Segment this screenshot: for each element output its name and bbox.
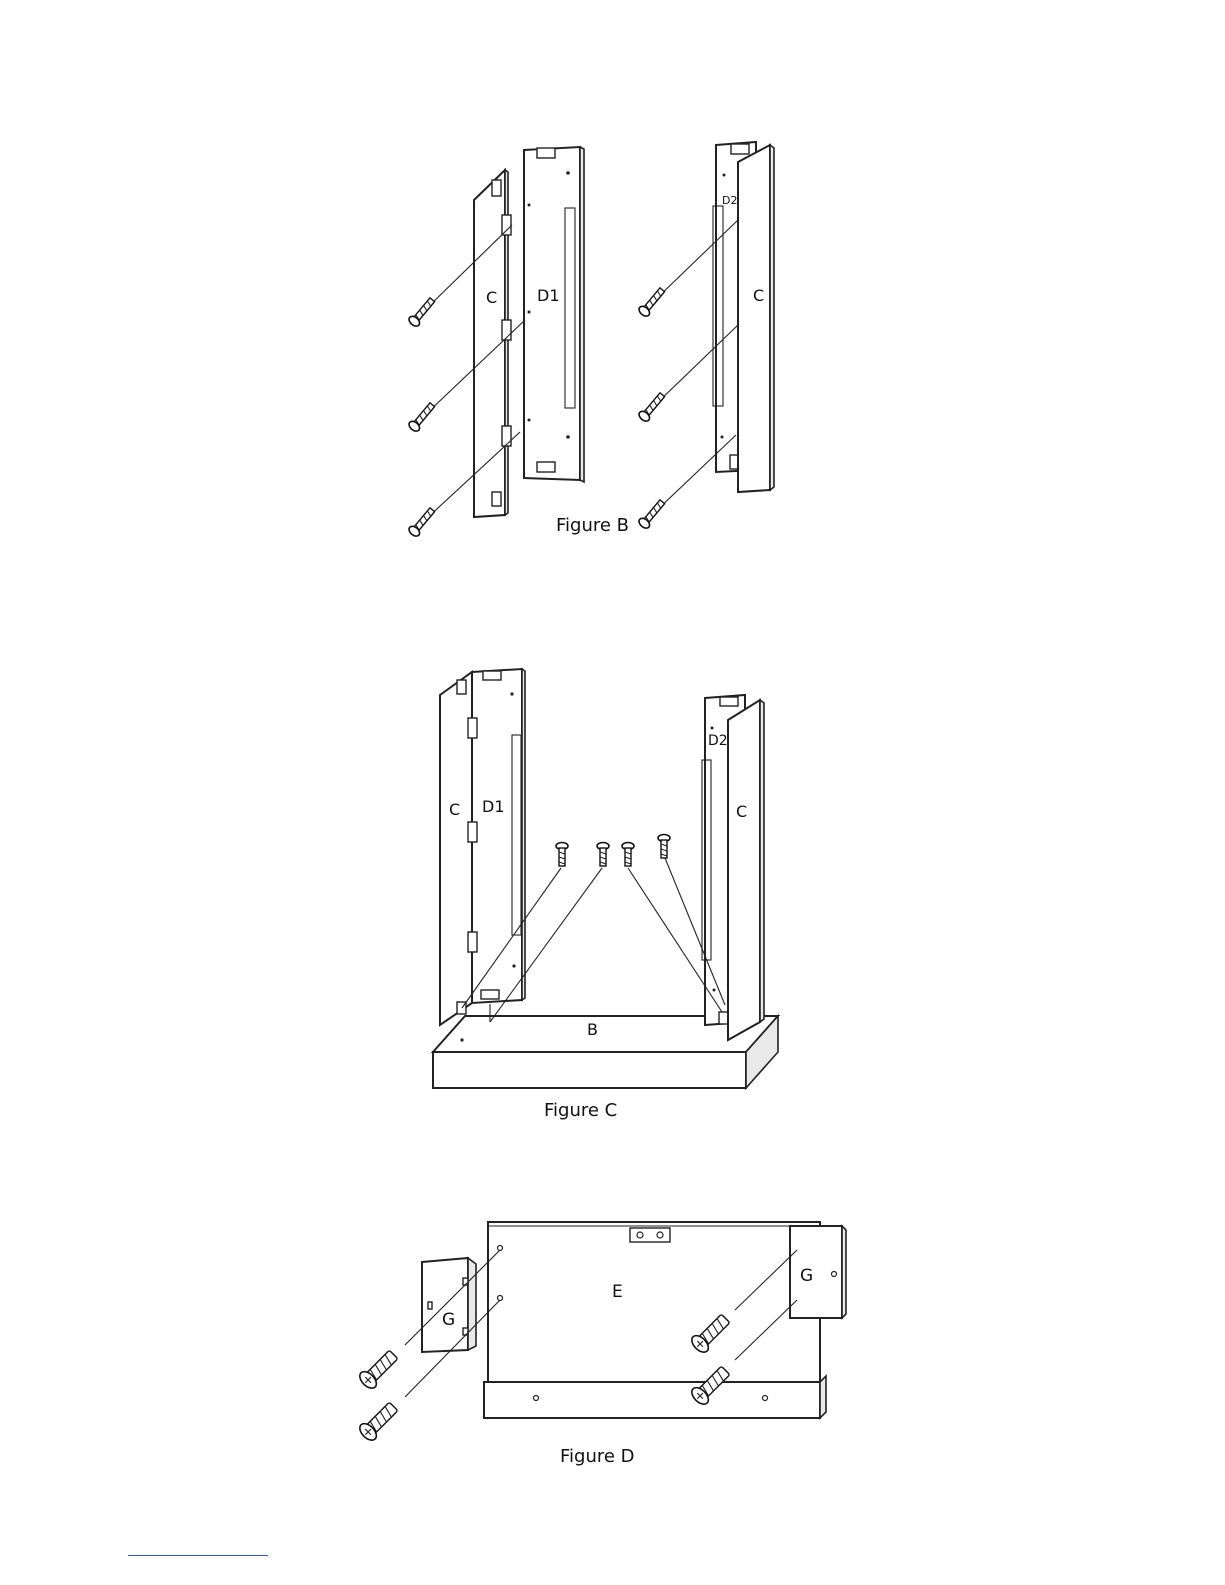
screw-icon	[597, 843, 609, 867]
label-c-left: C	[486, 288, 497, 307]
label-d1: D1	[537, 286, 560, 305]
label-g-right: G	[800, 1266, 813, 1286]
figure-c-base	[433, 1016, 778, 1088]
caption-figure-b: Figure B	[556, 515, 629, 536]
label-c-left: C	[449, 800, 460, 819]
figure-d-right-block	[790, 1226, 846, 1318]
screw-icon	[407, 401, 437, 433]
caption-figure-d: Figure D	[560, 1446, 635, 1467]
figure-b-left-back-panel	[524, 147, 584, 482]
label-c-right: C	[736, 802, 747, 821]
figure-c-left-back-panel	[472, 669, 525, 1003]
screw-icon	[637, 286, 667, 318]
screw-icon	[407, 506, 437, 538]
screw-icon	[622, 843, 634, 867]
figure-b: C D1 D2 C Figure B	[407, 142, 774, 538]
screw-icon	[407, 296, 437, 328]
footer-link-underline	[128, 1555, 268, 1556]
label-d2: D2	[722, 194, 737, 207]
caption-figure-c: Figure C	[544, 1100, 617, 1121]
bolt-icon	[357, 1399, 401, 1443]
figure-c-left-side-panel	[440, 672, 477, 1025]
figure-d-panel	[484, 1222, 826, 1418]
label-c-right: C	[753, 286, 764, 305]
figure-b-right-side-panel	[738, 145, 774, 492]
figure-b-left-side-panel	[474, 170, 511, 517]
screw-icon	[637, 498, 667, 530]
figure-c: C D1 D2 C B Figure C	[433, 669, 778, 1121]
figure-c-right-side-panel	[728, 700, 764, 1040]
bolt-icon	[357, 1347, 401, 1391]
screw-icon	[637, 391, 667, 423]
screw-icon	[658, 835, 670, 859]
label-e: E	[612, 1282, 623, 1302]
figure-d: E G G Figure D	[357, 1222, 846, 1467]
label-b: B	[587, 1020, 598, 1039]
label-d2: D2	[708, 733, 728, 749]
figure-d-left-block	[422, 1258, 476, 1352]
label-g-left: G	[442, 1310, 455, 1330]
label-d1: D1	[482, 797, 505, 816]
screw-icon	[556, 843, 568, 867]
